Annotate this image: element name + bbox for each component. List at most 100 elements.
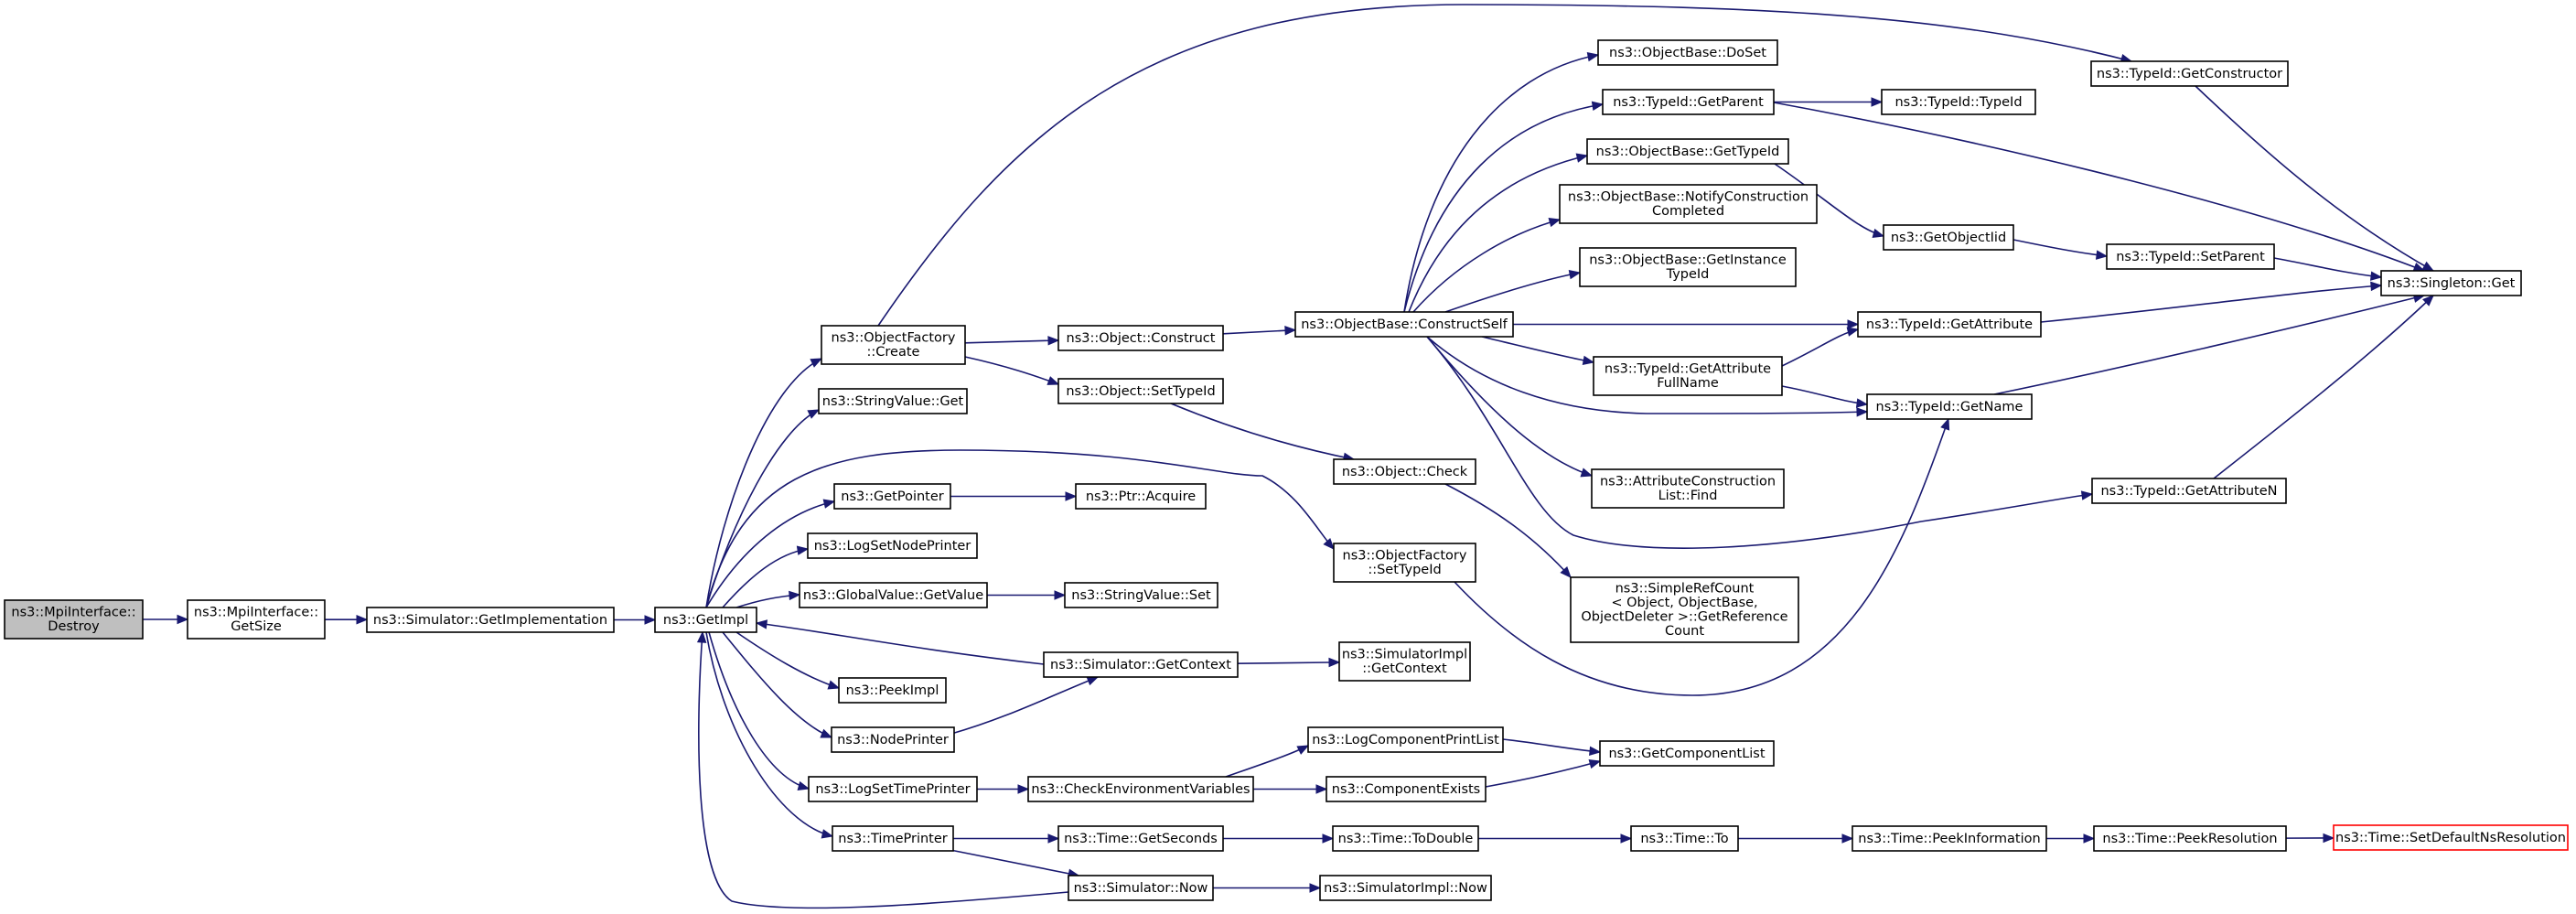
node-ob_constructself[interactable]: ns3::ObjectBase::ConstructSelf: [1294, 311, 1514, 338]
node-getpointer[interactable]: ns3::GetPointer: [833, 483, 951, 510]
edge-tid_getattributen-to-singleton_get: [2213, 295, 2434, 479]
node-label: ns3::SimulatorImpl::Now: [1324, 881, 1487, 896]
node-label: ns3::CheckEnvironmentVariables: [1031, 782, 1250, 797]
edge-logsettime-to-checkenv: [977, 784, 1030, 794]
node-ob_doset[interactable]: ns3::ObjectBase::DoSet: [1597, 39, 1778, 66]
node-mpi_getsize[interactable]: ns3::MpiInterface::GetSize: [187, 599, 326, 640]
node-box: [1570, 576, 1799, 643]
arrow-head-icon: [1841, 833, 1854, 844]
node-box: [1075, 483, 1207, 510]
node-obj_settypeid[interactable]: ns3::Object::SetTypeId: [1057, 378, 1224, 404]
node-label: ns3::TypeId::GetConstructor: [2097, 67, 2282, 81]
node-tid_typeid[interactable]: ns3::TypeId::TypeId: [1881, 89, 2036, 115]
node-time_peekinfo[interactable]: ns3::Time::PeekInformation: [1852, 825, 2047, 852]
node-tid_getparent[interactable]: ns3::TypeId::GetParent: [1602, 89, 1775, 115]
node-peekimpl[interactable]: ns3::PeekImpl: [838, 677, 947, 704]
node-getimpl[interactable]: ns3::GetImpl: [654, 607, 757, 633]
node-gv_getvalue[interactable]: ns3::GlobalValue::GetValue: [799, 582, 988, 608]
edge-line: [1426, 336, 1868, 414]
edge-line: [1502, 738, 1601, 753]
node-singleton_get[interactable]: ns3::Singleton::Get: [2380, 270, 2522, 296]
node-label: ns3::LogSetNodePrinter: [814, 539, 971, 554]
node-logsettime[interactable]: ns3::LogSetTimePrinter: [808, 776, 978, 802]
node-box: [1294, 311, 1514, 338]
node-label: Completed: [1652, 204, 1724, 219]
edge-checkenv-to-lc_printlist: [1225, 745, 1310, 778]
node-box: [366, 607, 615, 633]
node-label: ns3::TypeId::GetAttributeN: [2100, 484, 2277, 499]
edge-timeprinter-to-sim_now: [952, 849, 1080, 878]
node-sim_getimpl[interactable]: ns3::Simulator::GetImplementation: [366, 607, 615, 633]
node-simimpl_getcontext[interactable]: ns3::SimulatorImpl::GetContext: [1338, 641, 1471, 682]
edge-tid_setparent-to-singleton_get: [2273, 257, 2383, 281]
node-sv_get[interactable]: ns3::StringValue::Get: [818, 388, 968, 414]
arrow-head-icon: [1586, 51, 1600, 62]
node-timeprinter[interactable]: ns3::TimePrinter: [832, 825, 954, 852]
edge-line: [705, 409, 820, 608]
node-label: ns3::Object::Construct: [1067, 331, 1216, 346]
node-label: ns3::Simulator::GetContext: [1050, 658, 1231, 672]
node-getobjectiid[interactable]: ns3::GetObjectIid: [1883, 224, 2014, 251]
node-box: [1586, 138, 1789, 165]
edge-ob_constructself-to-tid_getattribute: [1513, 319, 1860, 329]
edge-sim_getcontext-to-simimpl_getcontext: [1237, 657, 1341, 668]
node-of_create[interactable]: ns3::ObjectFactory::Create: [821, 325, 966, 365]
node-simimpl_now[interactable]: ns3::SimulatorImpl::Now: [1319, 875, 1492, 901]
edge-line: [950, 676, 1099, 735]
node-box: [1338, 641, 1471, 682]
arrow-head-icon: [1322, 833, 1335, 844]
node-srefcount[interactable]: ns3::SimpleRefCount< Object, ObjectBase,…: [1570, 576, 1799, 643]
node-box: [838, 677, 947, 704]
edge-sim_now-to-getimpl: [696, 630, 1069, 909]
node-time_setdefault[interactable]: ns3::Time::SetDefaultNsResolution: [2333, 824, 2569, 851]
arrow-head-icon: [821, 829, 834, 839]
edge-line: [698, 631, 1069, 909]
node-label: Destroy: [48, 619, 100, 634]
edge-line: [705, 449, 1335, 608]
node-time_getseconds[interactable]: ns3::Time::GetSeconds: [1057, 825, 1224, 852]
node-compexists[interactable]: ns3::ComponentExists: [1326, 776, 1487, 802]
arrow-head-icon: [1560, 565, 1572, 578]
edge-obj_settypeid-to-obj_check: [1170, 403, 1356, 462]
node-box: [2106, 243, 2275, 270]
node-obj_check[interactable]: ns3::Object::Check: [1333, 458, 1476, 485]
node-ob_gettypeid[interactable]: ns3::ObjectBase::GetTypeId: [1586, 138, 1789, 165]
node-of_settypeid[interactable]: ns3::ObjectFactory::SetTypeId: [1333, 543, 1476, 583]
node-ob_notify[interactable]: ns3::ObjectBase::NotifyConstructionCompl…: [1559, 184, 1818, 224]
node-tid_setparent[interactable]: ns3::TypeId::SetParent: [2106, 243, 2275, 270]
node-sim_getcontext[interactable]: ns3::Simulator::GetContext: [1043, 651, 1239, 678]
node-obj_construct[interactable]: ns3::Object::Construct: [1057, 325, 1224, 351]
edge-line: [1485, 760, 1601, 788]
node-logsetnode[interactable]: ns3::LogSetNodePrinter: [807, 532, 978, 559]
node-ptr_acquire[interactable]: ns3::Ptr::Acquire: [1075, 483, 1207, 510]
node-mpi_destroy[interactable]: ns3::MpiInterface::Destroy: [4, 599, 144, 640]
edge-line: [1237, 661, 1340, 665]
node-checkenv[interactable]: ns3::CheckEnvironmentVariables: [1027, 776, 1254, 802]
edge-line: [1426, 336, 1593, 477]
node-sim_now[interactable]: ns3::Simulator::Now: [1068, 875, 1214, 901]
node-time_peekres[interactable]: ns3::Time::PeekResolution: [2093, 825, 2287, 852]
node-nodeprinter[interactable]: ns3::NodePrinter: [831, 726, 955, 753]
arrow-head-icon: [827, 680, 841, 690]
node-lc_printlist[interactable]: ns3::LogComponentPrintList: [1307, 726, 1504, 753]
node-time_to[interactable]: ns3::Time::To: [1630, 825, 1739, 852]
node-getcomplist[interactable]: ns3::GetComponentList: [1599, 740, 1775, 767]
edge-tid_getattribute-to-singleton_get: [2040, 281, 2383, 323]
node-label: ns3::ObjectBase::DoSet: [1609, 46, 1766, 60]
node-tid_getname[interactable]: ns3::TypeId::GetName: [1866, 393, 2033, 420]
edge-time_to-to-time_peekinfo: [1738, 833, 1854, 844]
node-box: [1027, 776, 1254, 802]
edge-checkenv-to-compexists: [1253, 784, 1328, 794]
node-tid_getattributen[interactable]: ns3::TypeId::GetAttributeN: [2091, 478, 2287, 504]
arrow-head-icon: [644, 615, 657, 625]
node-tid_getattribute[interactable]: ns3::TypeId::GetAttribute: [1857, 311, 2042, 338]
node-time_todouble[interactable]: ns3::Time::ToDouble: [1332, 825, 1479, 852]
node-sv_set[interactable]: ns3::StringValue::Set: [1064, 582, 1218, 608]
node-label: ns3::ObjectBase::ConstructSelf: [1301, 317, 1508, 332]
edge-line: [1454, 418, 1949, 696]
node-tid_getconstructor[interactable]: ns3::TypeId::GetConstructor: [2090, 60, 2289, 87]
arrow-head-icon: [2370, 281, 2383, 292]
